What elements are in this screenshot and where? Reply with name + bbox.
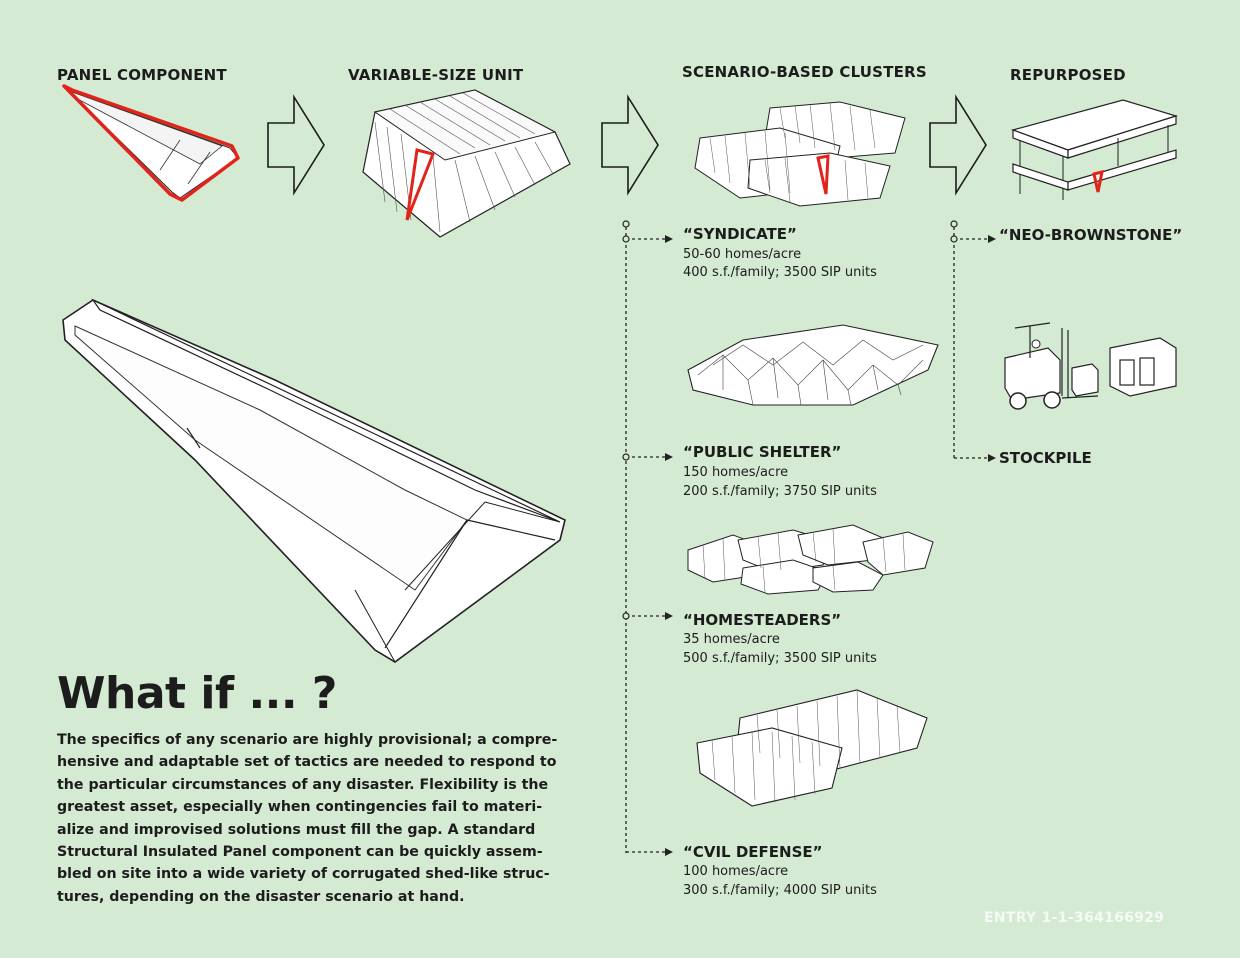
scenario-civil-defense-name: “CVIL DEFENSE”	[683, 843, 823, 861]
scenario-civil-defense-density: 100 homes/acre	[683, 864, 789, 879]
panel-component-title: PANEL COMPONENT	[57, 66, 227, 84]
body-line: bled on site into a wide variety of corr…	[57, 866, 550, 883]
scenario-public-shelter-density: 150 homes/acre	[683, 465, 789, 480]
body-line: Structural Insulated Panel component can…	[57, 844, 543, 861]
scenario-clusters-title: SCENARIO-BASED CLUSTERS	[682, 63, 927, 81]
scenario-homesteaders-detail: 500 s.f./family; 3500 SIP units	[683, 651, 877, 666]
panel-component-drawing	[62, 84, 240, 202]
flow-arrow-1	[267, 94, 325, 196]
variable-size-unit-drawing	[362, 89, 571, 238]
scenario-syndicate-detail: 400 s.f./family; 3500 SIP units	[683, 265, 877, 280]
neo-brownstone-drawing	[1011, 99, 1179, 200]
stockpile-label: STOCKPILE	[999, 449, 1092, 467]
civil-defense-drawing	[696, 689, 928, 807]
scenario-connectors	[622, 220, 673, 856]
scenario-homesteaders-density: 35 homes/acre	[683, 632, 780, 647]
headline: What if ... ?	[57, 668, 337, 719]
body-paragraph: The specifics of any scenario are highly…	[57, 729, 558, 908]
entry-number: ENTRY 1-1-364166929	[984, 910, 1165, 926]
repurposed-title: REPURPOSED	[1010, 66, 1126, 84]
scenario-syndicate-name: “SYNDICATE”	[683, 225, 797, 243]
body-line: the particular circumstances of any disa…	[57, 776, 549, 793]
syndicate-cluster-drawing	[694, 101, 906, 207]
body-line: tures, depending on the disaster scenari…	[57, 888, 465, 905]
flow-arrow-3	[929, 94, 987, 196]
body-line: alize and improvised solutions must fill…	[57, 821, 536, 838]
scenario-homesteaders-name: “HOMESTEADERS”	[683, 611, 842, 629]
repurposed-connectors	[950, 220, 996, 462]
body-line: The specifics of any scenario are highly…	[57, 732, 558, 748]
scenario-syndicate-density: 50-60 homes/acre	[683, 247, 802, 262]
large-panel-drawing	[62, 298, 566, 663]
homesteaders-drawing	[687, 524, 934, 595]
scenario-public-shelter-detail: 200 s.f./family; 3750 SIP units	[683, 484, 877, 499]
neo-brownstone-label: “NEO-BROWNSTONE”	[999, 226, 1183, 244]
public-shelter-drawing	[687, 324, 939, 406]
body-line: greatest asset, especially when continge…	[57, 799, 543, 816]
flow-arrow-2	[601, 94, 659, 196]
variable-size-unit-title: VARIABLE-SIZE UNIT	[348, 66, 524, 84]
forklift-stockpile-drawing	[1004, 322, 1177, 410]
scenario-civil-defense-detail: 300 s.f./family; 4000 SIP units	[683, 883, 877, 898]
body-line: hensive and adaptable set of tactics are…	[57, 754, 557, 771]
scenario-public-shelter-name: “PUBLIC SHELTER”	[683, 443, 842, 461]
